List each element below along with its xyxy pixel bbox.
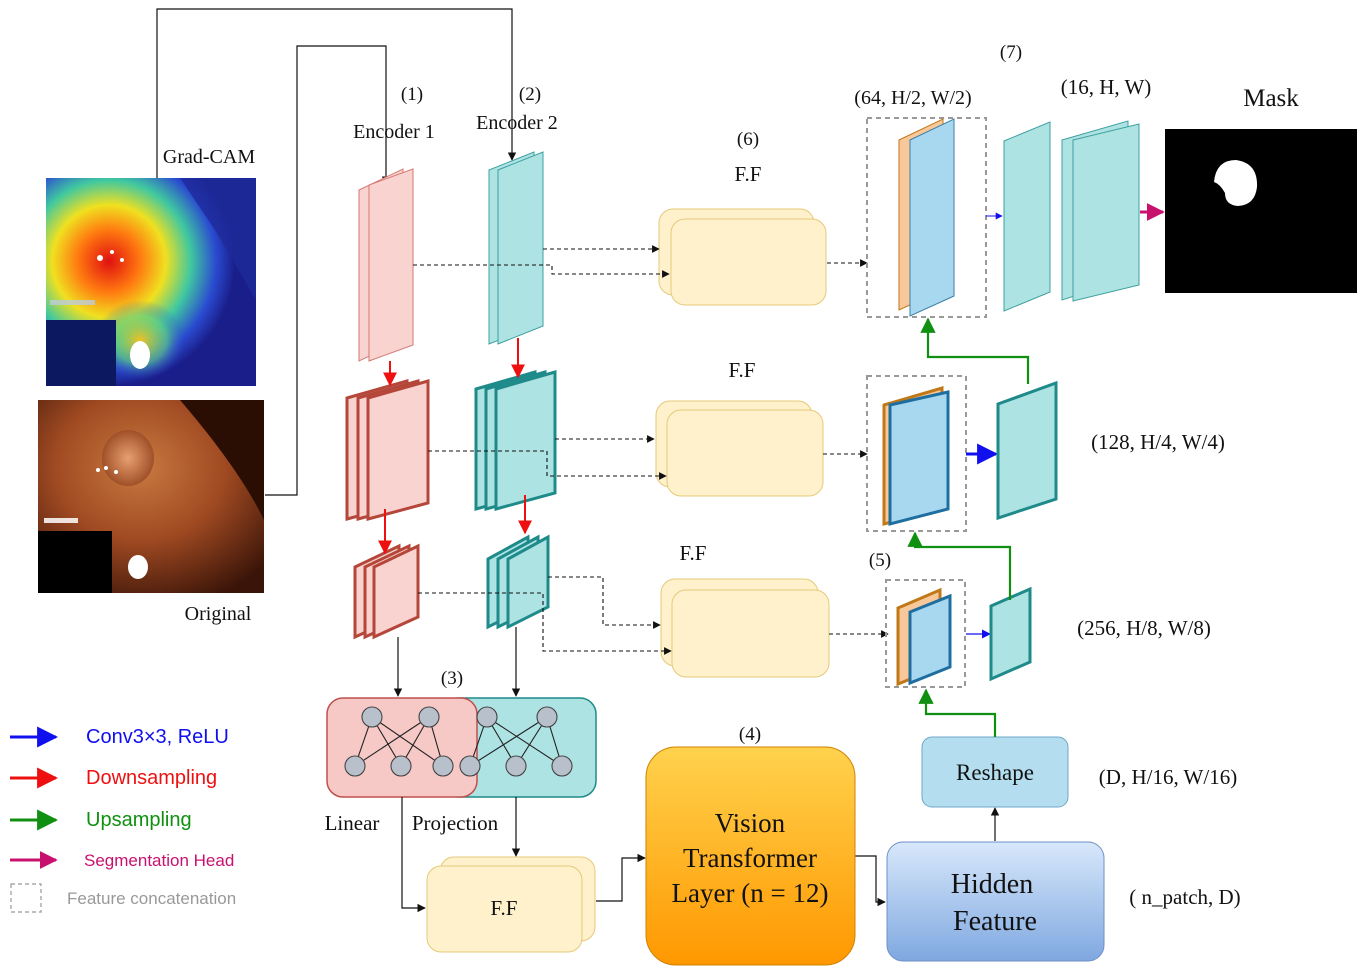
legend-box-4	[10, 883, 42, 913]
vit-number: (4)	[739, 724, 761, 745]
legend-label-3: Segmentation Head	[84, 851, 234, 870]
ff-label-top: F.F	[735, 162, 762, 186]
encoder1-number: (1)	[401, 84, 423, 105]
dim-d: (D, H/16, W/16)	[1099, 765, 1237, 789]
hidden-feature-block	[886, 841, 1105, 962]
concat-number: (5)	[869, 550, 891, 571]
concat-box-128	[866, 375, 967, 532]
upsampling-arrows	[907, 317, 1030, 737]
legend-label-0: Conv3×3, ReLU	[86, 726, 229, 748]
vit-label-line3: Layer (n = 12)	[672, 878, 829, 908]
vit-label-line2: Transformer	[683, 843, 817, 873]
mask-label: Mask	[1243, 85, 1299, 112]
encoder2-number: (2)	[519, 84, 541, 105]
projection-connectors	[393, 627, 1000, 913]
ff-label-bottom: F.F	[680, 541, 707, 565]
encoder1-stage3	[353, 543, 420, 640]
neural-net-icon-right	[459, 706, 573, 777]
reshape-label: Reshape	[956, 760, 1034, 785]
dim-npatch: ( n_patch, D)	[1129, 885, 1240, 909]
dim-16: (16, H, W)	[1061, 75, 1152, 99]
encoder1-stage1	[358, 168, 414, 362]
ff-block-middle	[655, 400, 824, 497]
legend-label-2: Upsampling	[86, 809, 192, 831]
decoder-features-16	[1003, 120, 1140, 312]
hidden-label-line1: Hidden	[951, 869, 1033, 900]
gradcam-heatmap-image	[46, 178, 256, 386]
linear-projection-number: (3)	[441, 668, 463, 689]
encoder2-stage1	[488, 151, 544, 345]
endoscopy-original-image	[38, 400, 264, 593]
concat-box-256	[885, 579, 966, 688]
ff-block-bottom	[660, 578, 830, 678]
decoder-feature-256	[989, 586, 1032, 682]
hidden-label-line2: Feature	[953, 906, 1037, 937]
decoder-feature-128	[996, 380, 1058, 521]
dim-256: (256, H/8, W/8)	[1077, 616, 1211, 640]
downsampling-arrows	[378, 338, 532, 555]
legend-label-4: Feature concatenation	[67, 889, 236, 908]
dim-64: (64, H/2, W/2)	[854, 87, 971, 109]
input-connectors	[156, 8, 517, 496]
linear-label: Linear	[325, 811, 380, 835]
linear-projection-pink	[326, 697, 478, 798]
vision-transformer-block	[645, 746, 856, 966]
decoder-number: (7)	[1000, 42, 1022, 63]
ff-block-top	[658, 208, 827, 306]
vit-label-line1: Vision	[715, 808, 786, 838]
encoder2-label: Encoder 2	[476, 112, 558, 134]
legend-label-1: Downsampling	[86, 767, 217, 789]
decoder-concat-64	[898, 118, 955, 317]
encoder2-stage2	[474, 370, 557, 511]
encoder1-stage2	[345, 379, 430, 521]
encoder1-label: Encoder 1	[353, 121, 435, 143]
ff-label-middle: F.F	[729, 358, 756, 382]
skip-connections	[413, 245, 889, 655]
decoder-concat-128	[882, 385, 950, 526]
projection-label: Projection	[412, 811, 499, 835]
neural-net-icon-left	[344, 706, 454, 777]
dim-128: (128, H/4, W/4)	[1091, 430, 1225, 454]
decoder-concat-256	[896, 587, 952, 687]
legend: Conv3×3, ReLU DownsamplingUpsamplingSegme…	[10, 726, 236, 913]
encoder2-stage3	[486, 534, 550, 630]
concat-box-64	[866, 117, 987, 318]
ff-block-bottom-left	[426, 856, 596, 953]
ff-number: (6)	[737, 129, 759, 150]
ff-label-bottom-left: F.F	[491, 896, 518, 920]
original-label: Original	[185, 603, 252, 625]
mask-output-image	[1165, 129, 1357, 293]
gradcam-label: Grad-CAM	[163, 146, 255, 168]
